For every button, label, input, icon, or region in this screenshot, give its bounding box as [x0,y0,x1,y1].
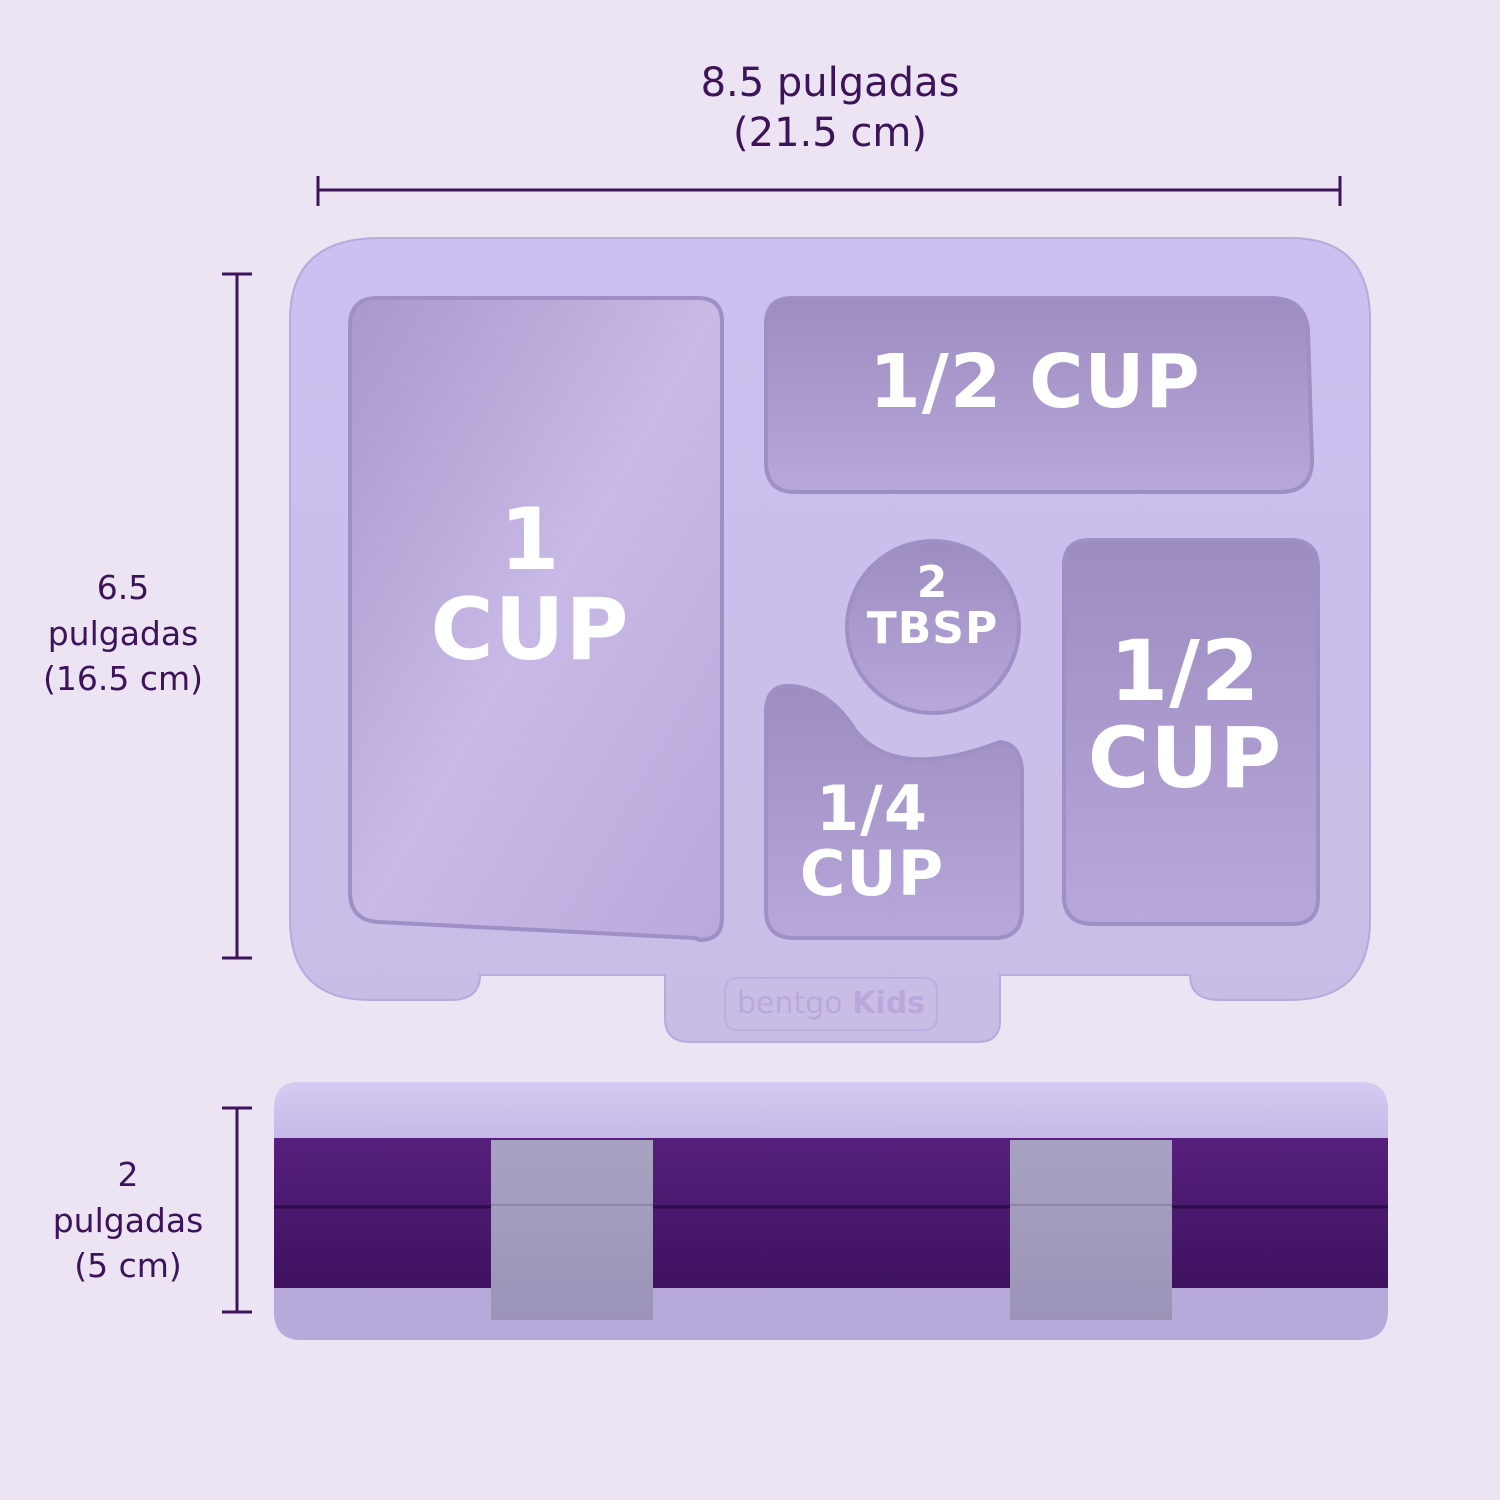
capacity-unit: CUP [1087,708,1283,807]
compartment-small [764,683,1024,940]
compartment-right [1062,538,1320,926]
brand-name: bentgo [736,986,843,1021]
depth-dimension-line [222,1106,252,1314]
capacity-unit: TBSP [866,603,999,655]
depth-cm: (5 cm) [74,1246,182,1286]
width-dimension-label: 8.5 pulgadas (21.5 cm) [600,58,1060,158]
brand-sub: Kids [852,986,926,1021]
height-dimension-line [222,272,252,960]
width-cm: (21.5 cm) [733,110,927,156]
compartment-large [348,296,724,943]
capacity-label-right: 1/2 CUP [1070,628,1300,801]
capacity-value: 2 [916,557,949,608]
height-unit: pulgadas [47,613,199,653]
capacity-unit: CUP [799,837,945,911]
tray-top-view [289,237,1371,1043]
height-value: 6.5 [96,568,150,607]
capacity-label-round: 2 TBSP [845,557,1020,655]
depth-unit: pulgadas [52,1200,204,1240]
capacity-label-large: 1 CUP [400,495,660,676]
lunchbox-side-view [274,1082,1388,1340]
capacity-text: 1/2 CUP [869,339,1201,425]
depth-dimension-label: 2 pulgadas (5 cm) [28,1152,228,1289]
latch-left [491,1140,653,1320]
brand-badge [724,977,938,1031]
brand-logo: bentgo Kids [725,978,937,1030]
width-inches: 8.5 pulgadas [700,60,960,106]
latch-right [1010,1140,1172,1320]
capacity-label-top-right: 1/2 CUP [790,345,1280,419]
compartment-top-right [764,296,1315,494]
capacity-value: 1 [499,490,561,590]
width-dimension-line [316,176,1342,206]
capacity-label-small: 1/4 CUP [772,776,972,906]
depth-value: 2 [117,1155,139,1194]
height-cm: (16.5 cm) [42,659,203,699]
compartment-round [845,539,1021,715]
capacity-unit: CUP [430,580,630,681]
capacity-value: 1/4 [816,772,928,845]
height-dimension-label: 6.5 pulgadas (16.5 cm) [18,565,228,702]
capacity-value: 1/2 [1109,622,1261,720]
